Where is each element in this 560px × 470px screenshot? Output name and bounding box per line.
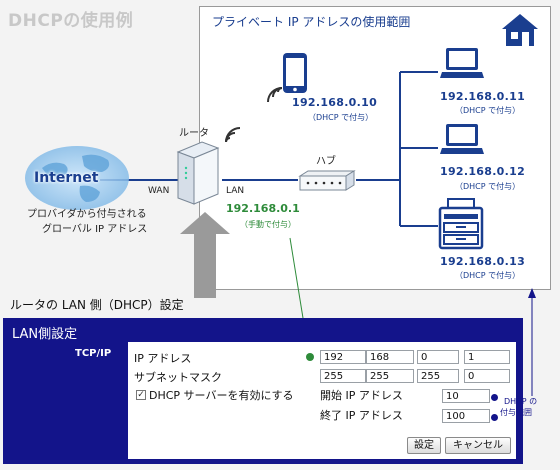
printer-icon	[438, 198, 484, 250]
arrow-up-icon	[180, 212, 230, 298]
dhcp-enable-label: DHCP サーバーを有効にする	[149, 389, 294, 402]
device-ip: 192.168.0.10	[292, 96, 378, 109]
cancel-button[interactable]: キャンセル	[445, 437, 511, 454]
start-ip-label: 開始 IP アドレス	[320, 389, 403, 402]
dhcp-range-note: 付与範囲	[500, 408, 532, 417]
wifi-icon	[225, 127, 241, 143]
wan-label: WAN	[148, 186, 170, 196]
ip-octet-field[interactable]: 192	[320, 350, 366, 364]
end-ip-label: 終了 IP アドレス	[320, 409, 403, 422]
hub-label: ハブ	[316, 156, 336, 167]
subnet-octet-field[interactable]: 255	[320, 369, 366, 383]
subnet-octet-field[interactable]: 255	[417, 369, 459, 383]
router-ip: 192.168.0.1	[226, 202, 300, 215]
global-ip-label: グローバル IP アドレス	[42, 224, 148, 235]
dhcp-enable-checkbox[interactable]: ✓	[136, 390, 146, 400]
router-ip-note: （手動で付与）	[240, 220, 296, 229]
dhcp-range-note: DHCP の	[504, 397, 538, 406]
internet-label: Internet	[34, 170, 99, 186]
device-ip-note: （DHCP で付与）	[308, 113, 374, 122]
device-ip: 192.168.0.12	[440, 165, 526, 178]
device-ip-note: （DHCP で付与）	[455, 182, 521, 191]
device-ip: 192.168.0.13	[440, 255, 526, 268]
save-button[interactable]: 設定	[407, 437, 441, 454]
ip-octet-field[interactable]: 0	[417, 350, 459, 364]
smartphone-icon	[283, 53, 307, 93]
start-ip-field[interactable]: 10	[442, 389, 490, 403]
private-network-area	[199, 6, 551, 290]
subnet-octet-field[interactable]: 0	[464, 369, 510, 383]
range-start-dot	[491, 394, 498, 401]
globe-icon	[25, 146, 129, 210]
hub-icon	[298, 170, 356, 191]
provider-label: プロバイダから付与される	[27, 209, 147, 220]
end-ip-field[interactable]: 100	[442, 409, 490, 423]
device-ip-note: （DHCP で付与）	[455, 106, 521, 115]
tab-tcpip[interactable]: TCP/IP	[75, 348, 112, 359]
router-icon	[176, 141, 220, 205]
ip-octet-field[interactable]: 1	[464, 350, 510, 364]
subnet-mask-label: サブネットマスク	[134, 371, 222, 384]
home-icon	[502, 14, 538, 46]
device-ip-note: （DHCP で付与）	[455, 271, 521, 280]
signal-icon	[267, 87, 283, 103]
lan-label: LAN	[226, 186, 245, 196]
ip-octet-field[interactable]: 168	[366, 350, 414, 364]
router-label: ルータ	[179, 128, 209, 139]
range-end-dot	[491, 414, 498, 421]
device-ip: 192.168.0.11	[440, 90, 526, 103]
ip-address-label: IP アドレス	[134, 352, 192, 365]
green-marker-dot	[306, 353, 314, 361]
laptop-icon	[440, 124, 484, 154]
lan-section-title: ルータの LAN 側（DHCP）設定	[10, 298, 184, 312]
subnet-octet-field[interactable]: 255	[366, 369, 414, 383]
laptop-icon	[440, 48, 484, 78]
private-network-label: プライベート IP アドレスの使用範囲	[212, 15, 411, 29]
page-title: DHCPの使用例	[8, 11, 134, 31]
panel-header: LAN側設定	[12, 327, 78, 342]
